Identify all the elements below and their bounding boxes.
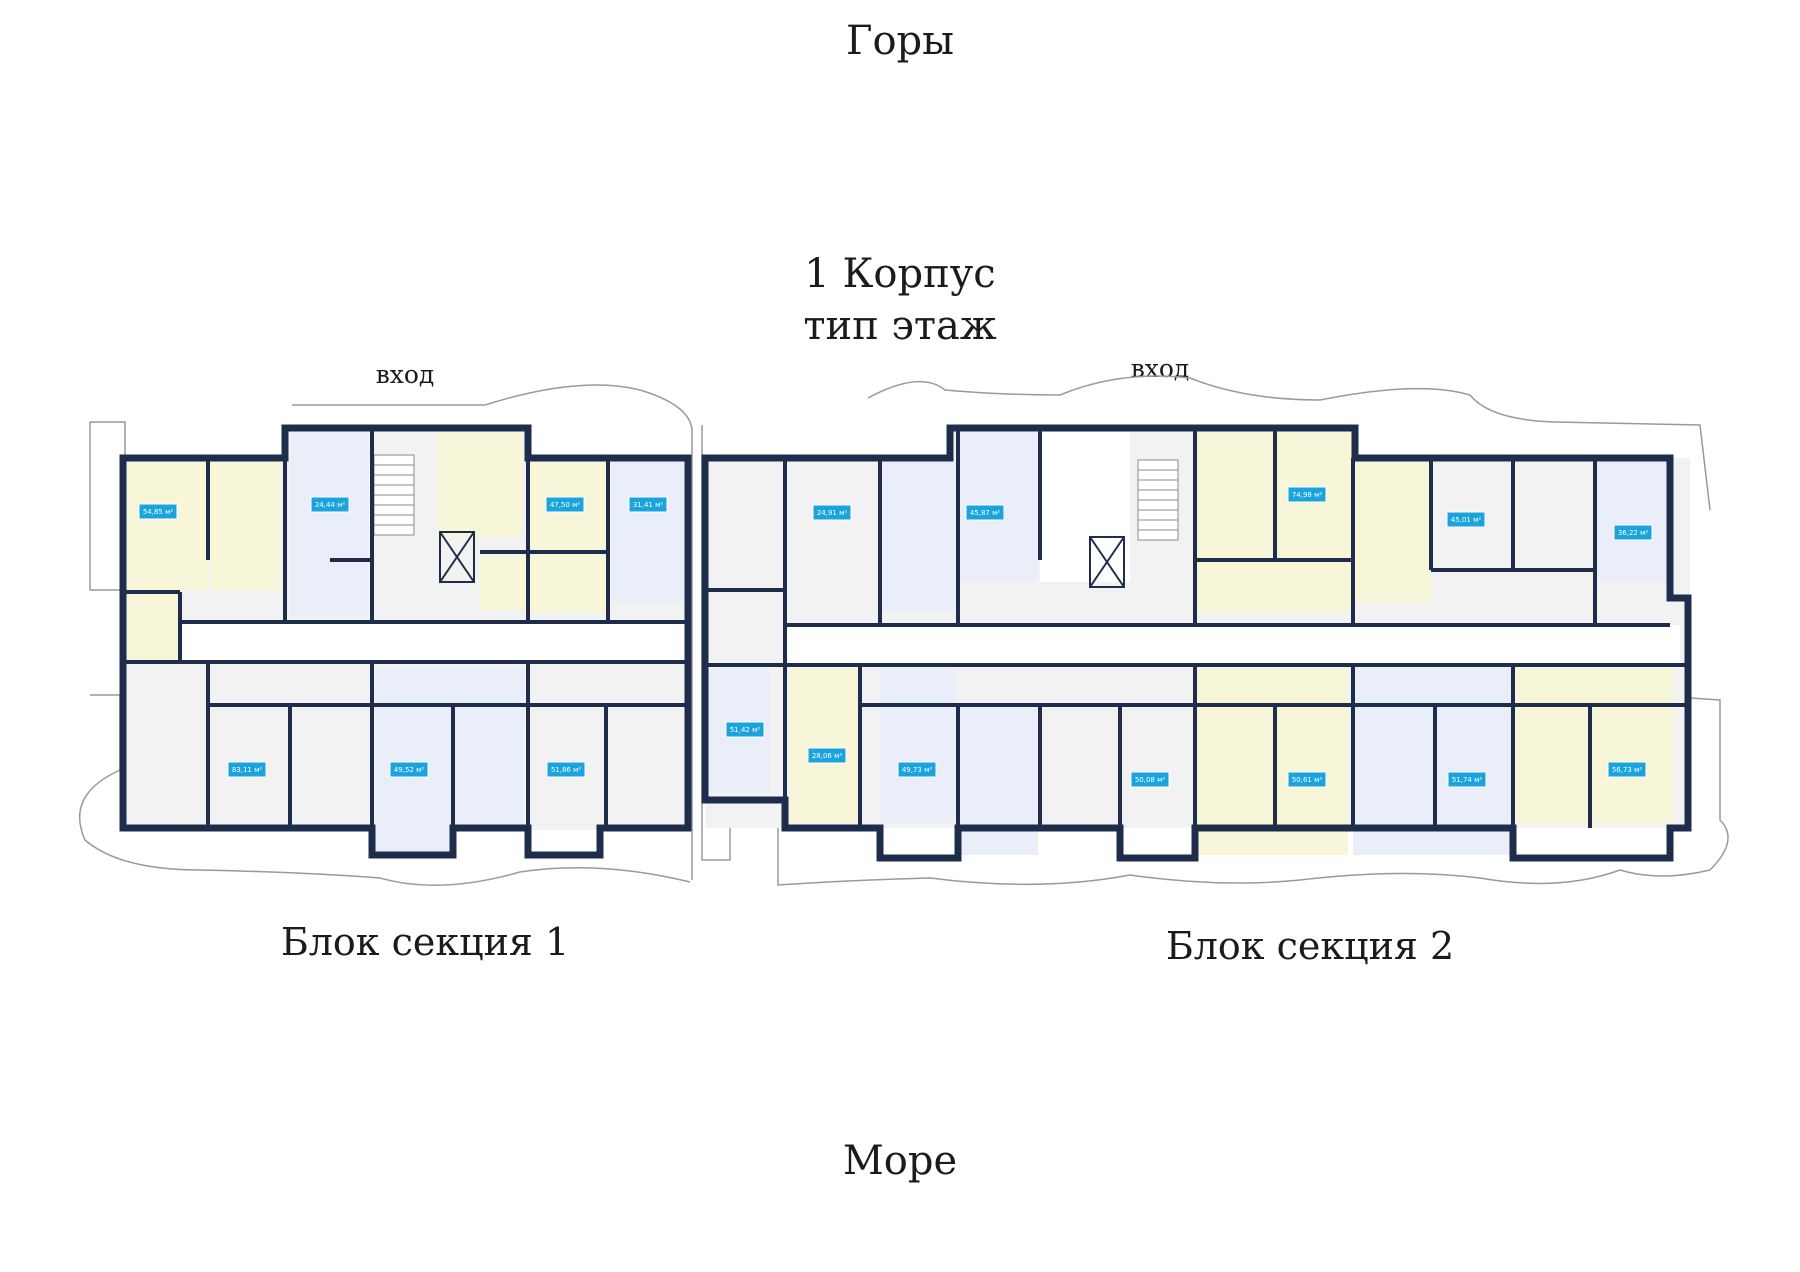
area-badge — [389, 761, 429, 778]
area-badge — [227, 761, 267, 778]
apartment-room — [1595, 462, 1670, 582]
section2-label: Блок секция 2 — [1165, 924, 1455, 968]
section1-building: 54,85 м² 24,44 м² 47,50 м² 31,41 м² 83,1… — [119, 424, 692, 859]
area-badge-text: 83,11 м² — [232, 766, 263, 774]
area-badge — [1446, 511, 1486, 528]
area-badge — [965, 504, 1005, 521]
area-badge-text: 31,41 м² — [633, 501, 664, 509]
area-badge-text: 47,50 м² — [550, 501, 581, 509]
apartment-room — [128, 592, 178, 660]
apartment-room — [1513, 668, 1673, 823]
section1-stairs — [373, 454, 415, 536]
area-badge-text: 45,01 м² — [1451, 516, 1482, 524]
balcony-outline — [777, 697, 1729, 886]
area-badge — [310, 496, 350, 513]
area-badge — [545, 496, 585, 513]
apartment-room — [1195, 668, 1348, 855]
area-badge-text: 49,52 м² — [394, 766, 425, 774]
area-badge-text: 49,73 м² — [902, 766, 933, 774]
area-badge — [628, 496, 668, 513]
apartment-room — [880, 462, 955, 612]
area-badge — [1287, 486, 1327, 503]
area-badge — [1287, 771, 1327, 788]
section1-elevator — [439, 531, 475, 583]
apartment-room — [290, 432, 368, 617]
area-badge-text: 54,85 м² — [143, 508, 174, 516]
area-badge — [897, 761, 937, 778]
apartment-room — [612, 462, 684, 602]
area-badge-text: 51,86 м² — [551, 766, 582, 774]
area-badge — [1613, 524, 1653, 541]
apartment-room — [790, 668, 860, 823]
section1-walls — [119, 424, 692, 859]
building-title-line1: 1 Корпус — [804, 251, 996, 297]
section2-area-badges: 24,91 м² 45,87 м² 74,98 м² 45,01 м² 36,2… — [725, 486, 1653, 788]
area-badge-text: 56,73 м² — [1612, 766, 1643, 774]
section2-partitions — [705, 428, 1688, 828]
area-badge-text: 28,06 м² — [812, 752, 843, 760]
balcony-outline — [79, 694, 691, 886]
section1-corridor — [180, 622, 685, 662]
area-badge-text: 74,98 м² — [1292, 491, 1323, 499]
entrance-label-section2: вход — [1130, 354, 1190, 383]
apartment-room — [880, 668, 955, 823]
area-badge-text: 24,91 м² — [817, 509, 848, 517]
section2-elevator — [1089, 536, 1125, 588]
section2-hall — [1040, 432, 1130, 582]
balcony-outline — [292, 384, 693, 880]
apartment-room — [480, 552, 603, 610]
south-label-sea: Море — [842, 1138, 958, 1184]
apartment-room — [958, 705, 1038, 855]
area-badge-text: 51,74 м² — [1452, 776, 1483, 784]
area-badge-text: 50,61 м² — [1292, 776, 1323, 784]
section2-building: 24,91 м² 45,87 м² 74,98 м² 45,01 м² 36,2… — [701, 424, 1692, 862]
section2-stairs — [1137, 459, 1179, 541]
area-badge-text: 24,44 м² — [315, 501, 346, 509]
area-badge — [138, 503, 178, 520]
building-title: 1 Корпус тип этаж — [0, 248, 1800, 352]
area-badge-text: 50,08 м² — [1135, 776, 1166, 784]
area-badge — [725, 721, 765, 738]
area-badge — [807, 747, 847, 764]
area-badge — [812, 504, 852, 521]
area-badge — [1130, 771, 1170, 788]
apartment-room — [1353, 462, 1431, 602]
area-badge-text: 36,22 м² — [1618, 529, 1649, 537]
area-badge-text: 45,87 м² — [970, 509, 1001, 517]
north-label-mountains: Горы — [845, 18, 954, 64]
area-badge — [546, 761, 586, 778]
apartment-room — [375, 668, 525, 723]
apartment-room — [128, 462, 208, 590]
section2-corridor — [785, 625, 1680, 665]
apartment-room — [210, 462, 280, 590]
area-badge-text: 51,42 м² — [730, 726, 761, 734]
area-badge — [1447, 771, 1487, 788]
section1-label: Блок секция 1 — [280, 920, 570, 964]
building-title-line2: тип этаж — [803, 303, 997, 349]
entrance-label-section1: вход — [375, 360, 435, 389]
section1-partitions — [123, 428, 688, 828]
area-badge — [1607, 761, 1647, 778]
section1-area-badges: 54,85 м² 24,44 м² 47,50 м² 31,41 м² 83,1… — [138, 496, 668, 778]
apartment-room — [438, 432, 522, 537]
balcony-outline — [867, 375, 1711, 511]
